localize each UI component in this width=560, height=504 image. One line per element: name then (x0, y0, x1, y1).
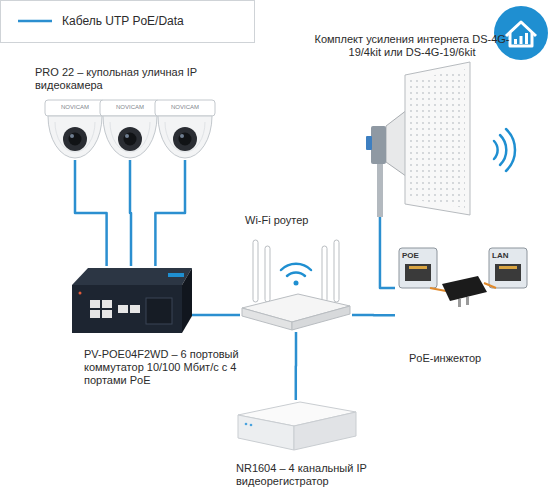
status-led (250, 424, 253, 427)
antenna-panel (405, 62, 470, 215)
zoom-leader (430, 288, 446, 291)
camera-group: PRO 22 – купольная уличная IP видеокамер… (35, 66, 220, 162)
brand-mark: NOVICAM (45, 104, 105, 111)
injector-drawing (399, 248, 527, 307)
legend-swatch (16, 14, 54, 28)
nvr-side (294, 412, 356, 450)
camera-drawing (100, 100, 160, 158)
nvr-drawing (238, 402, 356, 450)
plug-prong (466, 297, 469, 305)
signal-dot (294, 281, 299, 286)
legend-text: Кабель UTP PoE/Data (62, 13, 184, 29)
router-antenna (253, 240, 258, 302)
utp-cable (295, 332, 298, 400)
nvr-front (238, 415, 294, 450)
signal-bar (520, 36, 523, 44)
house-walls (510, 33, 532, 46)
signal-bar (514, 39, 517, 44)
utp-cable (155, 160, 185, 266)
router-antenna (265, 246, 270, 302)
utp-cable (192, 314, 240, 317)
antenna-kit: Комплект усиления интернета DS-4G-19/4ki… (365, 72, 475, 217)
wifi-router: Wi-Fi роутер (240, 232, 352, 332)
lan-port (118, 305, 128, 313)
signal-arc (281, 264, 311, 270)
switch-drawing (72, 268, 192, 333)
device-label: Wi-Fi роутер (245, 214, 355, 227)
vent-panel (146, 298, 172, 324)
utp-cable (75, 160, 107, 266)
signal-arc (500, 135, 506, 165)
lan-port (90, 300, 100, 308)
router-antenna (334, 240, 339, 302)
lan-port-zoom (489, 248, 527, 288)
lan-port (90, 310, 100, 318)
port-label: LAN (492, 251, 508, 260)
router-side (292, 306, 350, 330)
device-label: Комплект усиления интернета DS-4G-19/4ki… (303, 33, 521, 59)
port-socket (495, 264, 521, 281)
antenna-feed (366, 136, 372, 150)
legend: Кабель UTP PoE/Data (16, 13, 184, 29)
poe-port-zoom (399, 248, 437, 288)
signal-arc (506, 129, 515, 171)
device-label: PV-POE04F2WD – 6 портовый коммутатор 10/… (84, 348, 269, 387)
utp-cable (130, 160, 131, 266)
device-label: NR1604 – 4 канальный IP видеорегистратор (236, 462, 386, 488)
signal-arc (494, 141, 498, 159)
camera-drawing (155, 100, 215, 158)
antenna-drawing (366, 62, 515, 217)
router-antenna (322, 246, 327, 302)
status-led (79, 292, 82, 295)
router-drawing (242, 240, 350, 330)
dome-camera: NOVICAM (100, 100, 160, 160)
status-led (245, 423, 248, 426)
injector-body (442, 276, 487, 301)
legend-line (18, 20, 52, 23)
lan-port (130, 305, 140, 313)
antenna-bracket (371, 126, 386, 164)
port-label: POE (402, 251, 419, 260)
utp-cable (352, 314, 395, 317)
device-label: PoE-инжектор (409, 352, 529, 365)
signal-bar (525, 33, 528, 44)
port-socket (405, 264, 431, 281)
camera-drawing (45, 100, 105, 158)
legend-frame (1, 1, 255, 43)
zoom-leader (484, 283, 496, 288)
utp-cable (380, 217, 395, 288)
dome-camera: NOVICAM (45, 100, 105, 160)
plug-prong (458, 299, 461, 307)
poe-switch: PV-POE04F2WD – 6 портовый коммутатор 10/… (70, 266, 192, 336)
signal-arc (287, 272, 305, 276)
switch-logo (168, 273, 184, 277)
brand-mark: NOVICAM (100, 104, 160, 111)
panel-grid (410, 69, 465, 208)
switch-side (182, 268, 192, 333)
brand-mark: NOVICAM (155, 104, 215, 111)
port-pins (409, 266, 427, 269)
lan-port (102, 300, 112, 308)
legend-row: Кабель UTP PoE/Data (16, 13, 184, 29)
lan-port (102, 310, 112, 318)
mount-pole (377, 160, 383, 217)
router-front (242, 308, 292, 330)
dome-camera: NOVICAM (155, 100, 215, 160)
port-pins (499, 266, 517, 269)
switch-top (72, 268, 192, 285)
ip-nvr: NR1604 – 4 канальный IP видеорегистратор (236, 400, 358, 452)
device-label: PRO 22 – купольная уличная IP видеокамер… (35, 66, 203, 92)
switch-front (72, 285, 182, 333)
